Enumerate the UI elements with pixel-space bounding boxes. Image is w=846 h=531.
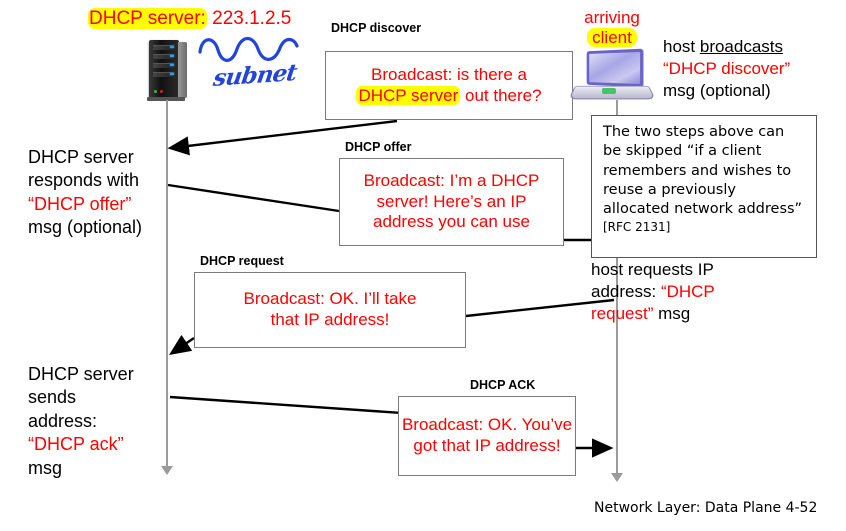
discover-line-2-rest: out there? [460,85,542,105]
ack-line-2: got that IP address! [413,436,561,455]
server-timeline-arrowhead [161,466,173,475]
host-broadcast-underlined: broadcasts [699,37,784,56]
discover-line-1: Broadcast: is there a [371,64,527,84]
arriving-client-line-1: arriving [584,8,640,27]
offer-label: DHCP offer [345,140,412,154]
host-request-line-2-prefix: address: [591,282,661,302]
left-ack-line-5: msg [28,457,63,478]
rfc-note-box: The two steps above can be skipped “if a… [591,115,817,258]
ack-message-text: Broadcast: OK. You’ve got that IP addres… [402,415,572,456]
request-message-text: Broadcast: OK. I’ll take that IP address… [244,289,417,330]
discover-label: DHCP discover [331,21,422,35]
note-line-4: reuse a previously [603,181,736,198]
ack-line-1: Broadcast: OK. You’ve [401,415,573,435]
note-rfc-reference: [RFC 2131] [603,220,671,235]
arriving-client-line-2-highlight: client [587,27,637,47]
host-request-suffix: msg [653,304,691,324]
client-timeline-arrowhead [611,473,623,482]
dhcp-server-address: 223.1.2.5 [206,8,292,29]
note-line-5: allocated network address” [603,201,803,218]
offer-message-box: Broadcast: I’m a DHCP server! Here’s an … [339,158,564,246]
slide-footer: Network Layer: Data Plane 4-52 [594,500,818,516]
host-request-red-part: “DHCP [660,282,715,302]
left-offer-line-3: “DHCP offer” [28,193,132,214]
note-line-3: remembers and wishes to [603,162,792,179]
handwritten-squiggle-icon [198,36,299,62]
client-timeline [616,100,618,475]
host-request-red-part-2: request” [591,304,654,324]
host-broadcast-prefix: host [663,37,700,56]
server-timeline [166,100,168,468]
left-ack-line-2: sends [28,387,77,408]
subnet-label: subnet [211,59,299,92]
discover-message-text: Broadcast: is there a DHCP server out th… [356,64,542,106]
offer-line-1: Broadcast: I’m a DHCP [363,170,540,190]
offer-line-3: address you can use [373,212,530,232]
ack-label: DHCP ACK [470,378,536,392]
host-request-line-1: host requests IP [591,260,714,279]
left-ack-line-1: DHCP server [28,364,134,384]
note-line-2: be skipped “if a client [603,143,762,160]
arrow-server-to-offer [167,183,340,213]
discover-message-box: Broadcast: is there a DHCP server out th… [325,51,573,120]
left-offer-line-4: msg (optional) [28,217,143,238]
dhcp-server-title-highlight: DHCP server: [88,8,207,29]
left-offer-line-1: DHCP server [28,147,134,167]
host-broadcast-red-quote: “DHCP discover” [663,59,791,79]
dhcp-server-title: DHCP server: 223.1.2.5 [88,8,291,30]
subnet-annotation: subnet [196,30,316,100]
ack-message-box: Broadcast: OK. You’ve got that IP addres… [398,396,576,476]
host-request-note: host requests IP address: “DHCP request”… [591,259,766,325]
offer-line-2: server! Here’s an IP [376,191,527,211]
left-offer-line-2: responds with [28,170,140,191]
host-broadcast-suffix: msg (optional) [663,81,771,101]
arrow-request-to-server [169,334,195,356]
request-message-box: Broadcast: OK. I’ll take that IP address… [194,272,466,348]
arriving-client-label: arriving client [566,8,658,47]
left-ack-note: DHCP server sends address: “DHCP ack” ms… [28,363,188,480]
note-line-1: The two steps above can [603,124,785,140]
discover-line-2-highlight: DHCP server [356,85,461,105]
server-tower-icon [145,40,191,102]
offer-message-text: Broadcast: I’m a DHCP server! Here’s an … [364,171,540,233]
left-ack-line-4: “DHCP ack” [28,434,124,455]
host-broadcast-note: host broadcasts “DHCP discover” msg (opt… [663,36,843,102]
laptop-client-icon [568,48,656,106]
request-line-1: Broadcast: OK. I’ll take [243,289,417,309]
request-label: DHCP request [200,254,284,268]
left-offer-note: DHCP server responds with “DHCP offer” m… [28,146,188,240]
request-line-2: that IP address! [270,310,390,329]
left-ack-line-3: address: [28,410,98,431]
